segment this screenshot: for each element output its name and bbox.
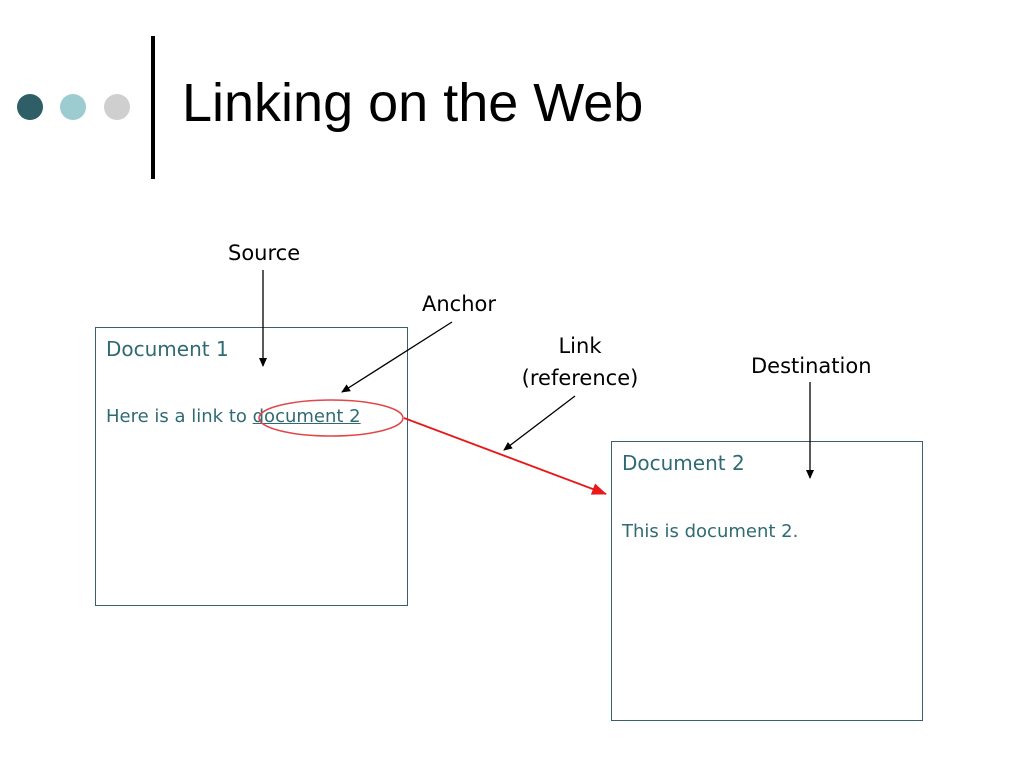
document-2-box: Document 2 This is document 2. bbox=[611, 441, 923, 721]
label-link-line1: Link bbox=[558, 334, 602, 358]
document-1-text: Here is a link to document 2 bbox=[106, 406, 361, 427]
bullet-dot-teal bbox=[60, 94, 86, 120]
bullet-dot-dark bbox=[17, 94, 43, 120]
label-destination: Destination bbox=[751, 354, 872, 378]
label-source: Source bbox=[228, 241, 301, 265]
link-arrow bbox=[403, 417, 607, 495]
slide-title: Linking on the Web bbox=[182, 73, 644, 133]
title-divider bbox=[151, 36, 155, 179]
document-2-link[interactable]: document 2 bbox=[252, 406, 361, 427]
document-1-title: Document 1 bbox=[106, 337, 229, 361]
document-2-text: This is document 2. bbox=[622, 521, 799, 542]
document-1-text-prefix: Here is a link to bbox=[106, 406, 253, 427]
document-1-box: Document 1 Here is a link to document 2 bbox=[95, 327, 408, 606]
label-link: Link (reference) bbox=[516, 331, 644, 394]
bullet-dot-gray bbox=[104, 94, 130, 120]
label-anchor: Anchor bbox=[422, 292, 497, 316]
link-label-arrow bbox=[503, 395, 576, 451]
document-2-title: Document 2 bbox=[622, 451, 745, 475]
label-link-line2: (reference) bbox=[521, 365, 639, 390]
